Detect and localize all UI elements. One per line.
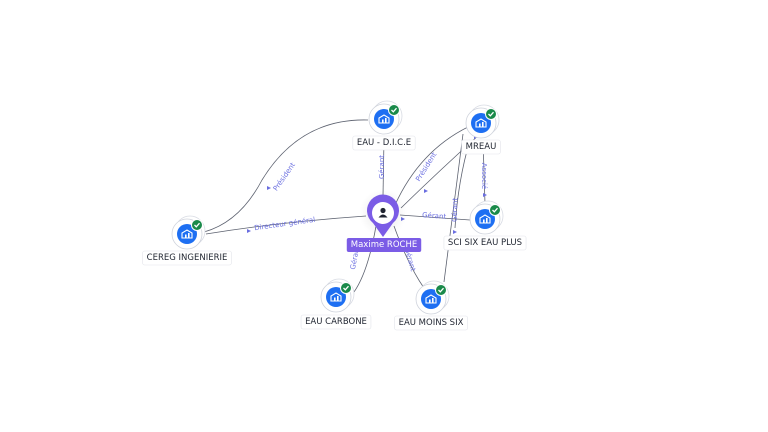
building-window: [486, 218, 488, 223]
edge-arrow-icon: [267, 186, 271, 190]
building-window: [188, 233, 190, 238]
building-icon: [177, 224, 197, 244]
relation-edge: [399, 214, 471, 221]
company-node[interactable]: [415, 280, 450, 315]
verified-icon: [340, 282, 352, 294]
company-name-label[interactable]: SCI SIX EAU PLUS: [448, 238, 522, 248]
verified-icon: [485, 108, 497, 120]
building-icon: [421, 289, 441, 309]
relation-label: Gérant: [422, 211, 447, 221]
edge-arrow-icon: [453, 230, 457, 234]
company-label-box: [461, 139, 501, 155]
building-window: [382, 119, 384, 123]
building-window: [337, 296, 339, 301]
verified-icon: [191, 219, 203, 231]
building-window: [482, 122, 484, 127]
relation-label: Gérant: [378, 155, 386, 179]
nodes-layer: EAU - D.I.C.E MREAU SCI SIX EAU PLUS CEREG …: [142, 100, 527, 331]
relation-label: Président: [272, 161, 297, 193]
verified-icon: [435, 284, 447, 296]
building-window: [334, 297, 336, 301]
building-glyph: [475, 118, 487, 128]
building-window: [429, 299, 431, 303]
building-window: [185, 234, 187, 238]
building-glyph: [479, 214, 491, 224]
building-icon: [326, 287, 346, 307]
verified-icon: [489, 204, 501, 216]
person-icon: [380, 207, 386, 214]
company-label-box: [443, 235, 527, 251]
check-glyph: [438, 287, 444, 293]
building-glyph: [181, 229, 193, 239]
building-icon: [475, 209, 495, 229]
company-name-label[interactable]: MREAU: [466, 142, 497, 152]
building-icon: [471, 113, 491, 133]
relation-edge: [393, 225, 425, 289]
edge-arrow-icon: [483, 193, 487, 197]
person-body-glyph: [378, 214, 388, 218]
company-name-label[interactable]: CEREG INGENIERIE: [147, 253, 228, 263]
building-glyph: [378, 114, 390, 124]
relation-edge: [203, 119, 369, 233]
company-name-label[interactable]: EAU CARBONE: [305, 317, 367, 327]
company-label-box: [394, 315, 468, 331]
building-icon: [374, 109, 394, 129]
person-name-label[interactable]: Maxime ROCHE: [351, 240, 417, 250]
relation-edge: [394, 125, 471, 206]
edge-arrow-icon: [424, 189, 428, 193]
company-label-box: [352, 135, 416, 151]
check-glyph: [343, 285, 349, 291]
relation-edge: [205, 215, 367, 235]
person-node[interactable]: [359, 189, 407, 237]
check-glyph: [194, 222, 200, 228]
verified-icon: [388, 104, 400, 116]
person-label-box: [346, 238, 422, 252]
company-node[interactable]: [320, 278, 355, 313]
relation-label: Directeur général: [254, 216, 316, 232]
company-label-box: [142, 250, 232, 266]
company-node[interactable]: [465, 104, 500, 139]
check-glyph: [391, 107, 397, 113]
building-window: [432, 298, 434, 303]
relation-edge: [443, 133, 464, 283]
building-window: [385, 118, 387, 123]
building-glyph: [330, 292, 342, 302]
relation-label: Gérant: [451, 198, 460, 223]
building-window: [479, 123, 481, 127]
building-window: [483, 219, 485, 223]
relation-label: Associé: [480, 163, 488, 189]
company-name-label[interactable]: EAU - D.I.C.E: [357, 138, 411, 148]
edges-layer: [203, 119, 486, 293]
company-node[interactable]: [171, 215, 206, 250]
building-glyph: [425, 294, 437, 304]
check-glyph: [488, 111, 494, 117]
company-node[interactable]: [469, 200, 504, 235]
edge-arrow-icon: [247, 229, 251, 233]
company-node[interactable]: [368, 100, 403, 135]
check-glyph: [492, 207, 498, 213]
company-label-box: [300, 314, 372, 330]
company-name-label[interactable]: EAU MOINS SIX: [399, 318, 464, 328]
